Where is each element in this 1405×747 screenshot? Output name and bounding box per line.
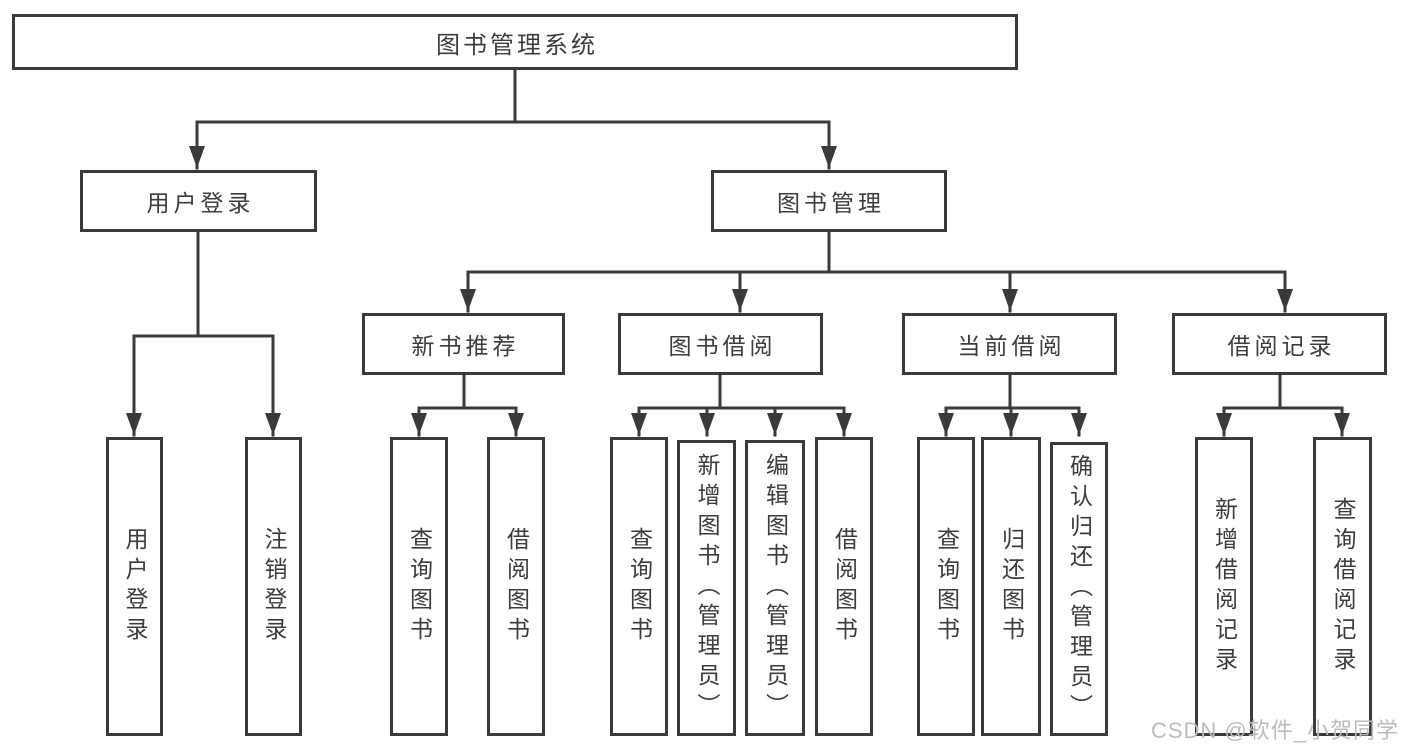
leaf-logout: 注销登录 (245, 437, 302, 736)
node-new-book-recommend: 新书推荐 (362, 313, 565, 375)
leaf-label: 查询图书 (933, 526, 960, 647)
leaf-label: 编辑图书（管理员） (762, 453, 789, 723)
leaf-current-return-books: 归还图书 (981, 437, 1041, 736)
leaf-label: 新增图书（管理员） (694, 453, 720, 723)
leaf-user-login: 用户登录 (106, 437, 163, 736)
node-label: 图书管理 (777, 190, 885, 216)
leaf-label: 归还图书 (998, 526, 1025, 647)
node-root-system: 图书管理系统 (12, 14, 1018, 70)
leaf-label: 新增借阅记录 (1211, 496, 1238, 677)
node-book-borrow: 图书借阅 (618, 313, 823, 375)
leaf-label: 借阅图书 (831, 526, 858, 647)
node-label: 借阅记录 (1227, 333, 1336, 359)
leaf-borrow-borrow-books: 借阅图书 (815, 437, 873, 736)
node-borrow-records: 借阅记录 (1172, 313, 1387, 375)
leaf-label: 借阅图书 (503, 526, 530, 647)
leaf-label: 查询图书 (406, 526, 433, 647)
node-label: 用户登录 (146, 190, 255, 216)
leaf-newbook-borrow-books: 借阅图书 (487, 437, 545, 736)
csdn-watermark: CSDN @软件_小贺同学 (1150, 718, 1399, 743)
node-label: 当前借阅 (957, 333, 1066, 359)
leaf-borrow-add-books-admin: 新增图书（管理员） (677, 440, 736, 736)
leaf-label: 注销登录 (261, 526, 287, 647)
node-user-login: 用户登录 (80, 170, 317, 232)
leaf-label: 用户登录 (122, 526, 148, 647)
node-label: 图书借阅 (668, 333, 777, 359)
leaf-records-add-record: 新增借阅记录 (1195, 437, 1253, 736)
leaf-borrow-edit-books-admin: 编辑图书（管理员） (745, 440, 805, 736)
node-label: 新书推荐 (411, 333, 520, 359)
leaf-borrow-query-books: 查询图书 (610, 437, 668, 736)
leaf-label: 查询图书 (626, 526, 653, 647)
leaf-newbook-query-books: 查询图书 (390, 437, 448, 736)
node-current-borrow: 当前借阅 (902, 313, 1117, 375)
leaf-label: 确认归还（管理员） (1066, 454, 1093, 724)
leaf-current-query-books: 查询图书 (917, 437, 975, 736)
node-book-management: 图书管理 (711, 170, 947, 232)
leaf-current-confirm-return-admin: 确认归还（管理员） (1050, 442, 1108, 736)
leaf-label: 查询借阅记录 (1330, 496, 1356, 677)
leaf-records-query-record: 查询借阅记录 (1313, 437, 1372, 736)
node-label: 图书管理系统 (436, 31, 598, 59)
